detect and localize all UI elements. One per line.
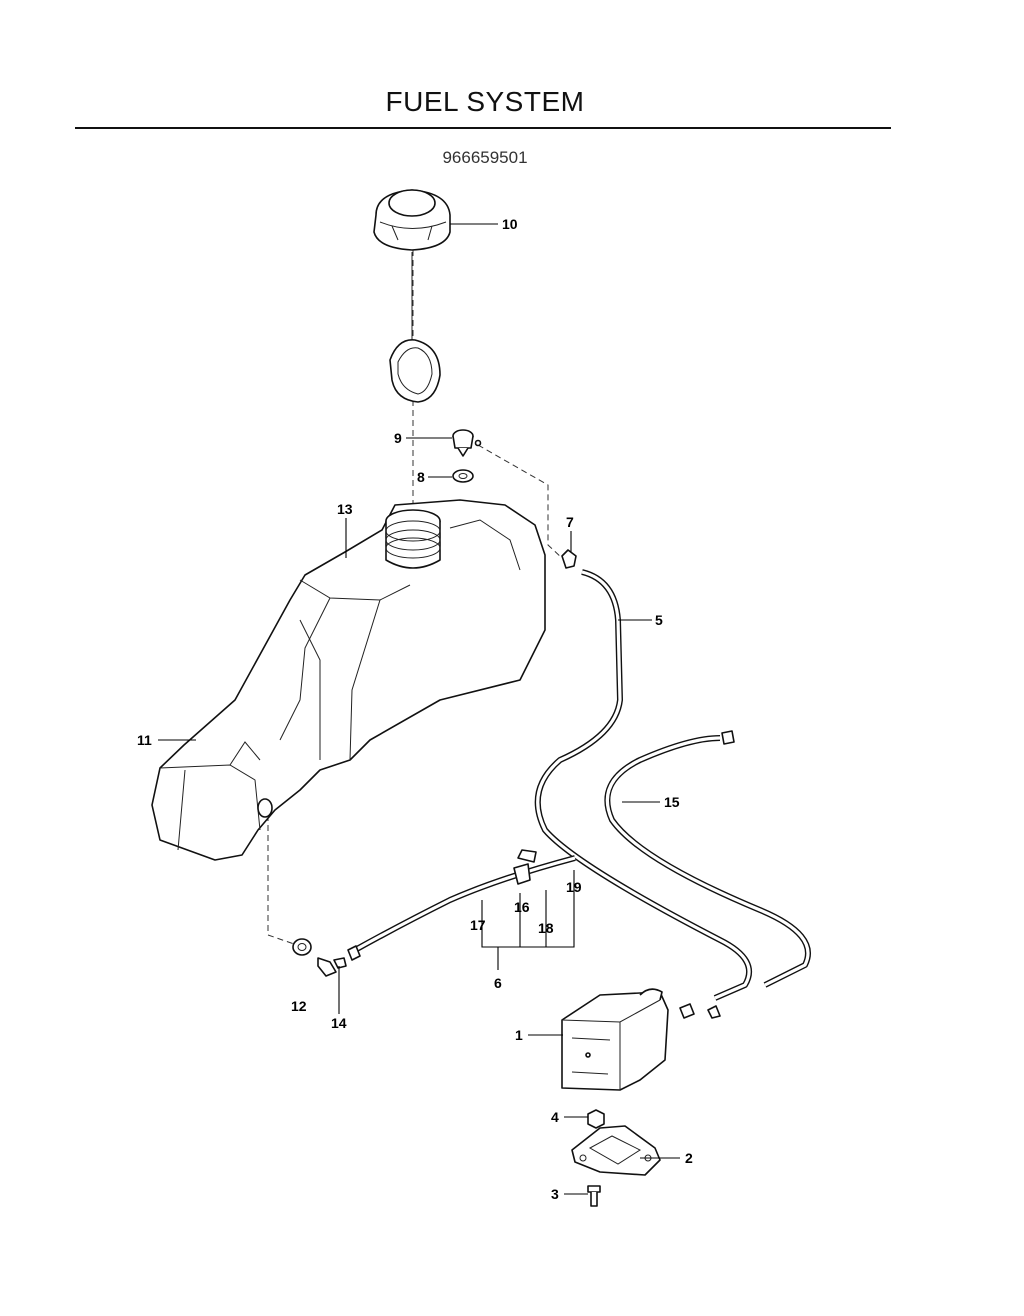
callout-8: 8 <box>417 469 425 485</box>
assembly-part-number: 966659501 <box>442 148 528 167</box>
callout-15: 15 <box>664 794 680 810</box>
flange-nut <box>587 1109 605 1129</box>
fuel-hose-assembly <box>347 849 576 961</box>
callout-7: 7 <box>566 514 574 530</box>
fuel-cap <box>373 189 451 403</box>
callout-16: 16 <box>514 899 530 915</box>
callout-3: 3 <box>551 1186 559 1202</box>
callout-17: 17 <box>470 917 486 933</box>
hose-fitting <box>561 549 577 569</box>
callout-11: 11 <box>137 732 152 748</box>
canister-bracket <box>571 1125 661 1176</box>
callout-10: 10 <box>502 216 518 232</box>
charcoal-canister <box>561 988 721 1091</box>
title-divider <box>75 127 891 129</box>
elbow-fitting <box>317 957 347 977</box>
callout-9: 9 <box>394 430 402 446</box>
bolt <box>587 1185 601 1207</box>
callout-6: 6 <box>494 975 502 991</box>
callout-1: 1 <box>515 1027 523 1043</box>
grommet <box>452 469 474 483</box>
callout-19: 19 <box>566 879 582 895</box>
fuel-tank <box>151 499 546 861</box>
callout-2: 2 <box>685 1150 693 1166</box>
callout-12: 12 <box>291 998 307 1014</box>
tank-bushing <box>292 938 312 956</box>
fuel-line-15 <box>604 730 811 988</box>
callout-5: 5 <box>655 612 663 628</box>
callout-13: 13 <box>337 501 353 517</box>
page-title: FUEL SYSTEM <box>385 86 585 117</box>
vent-valve <box>452 429 482 457</box>
callout-14: 14 <box>331 1015 347 1031</box>
leader-lines <box>158 223 680 1195</box>
callout-18: 18 <box>538 920 554 936</box>
callout-4: 4 <box>551 1109 559 1125</box>
